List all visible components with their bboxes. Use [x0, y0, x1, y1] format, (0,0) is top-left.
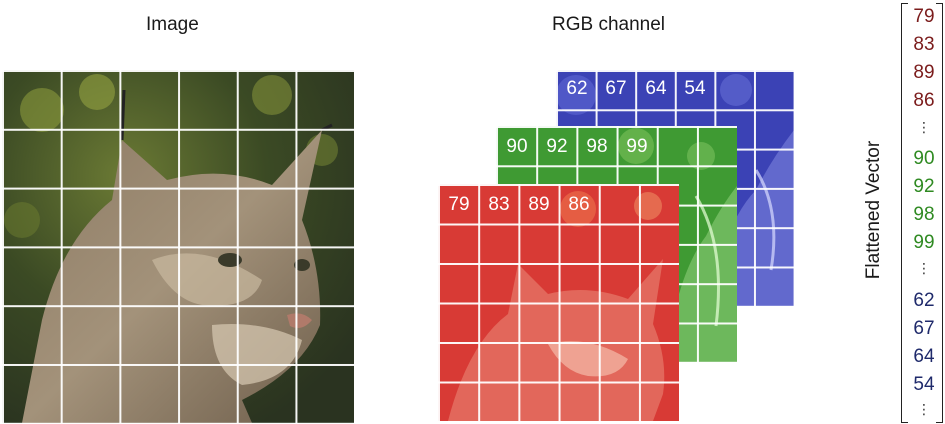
- image-grid: [2, 70, 354, 423]
- vector-value: 54: [913, 374, 935, 395]
- vector-value: 79: [913, 6, 935, 27]
- rgb-channel-title: RGB channel: [552, 14, 666, 35]
- vector-value: 92: [913, 176, 935, 197]
- flattened-vector-label: Flattened Vector: [863, 140, 884, 280]
- green-value-2: 92: [546, 136, 568, 157]
- vector-ellipsis: ⋮: [917, 119, 931, 135]
- red-grid: [438, 184, 679, 421]
- vector-value: 86: [913, 90, 935, 111]
- red-value-3: 89: [528, 194, 550, 215]
- red-value-1: 79: [448, 194, 470, 215]
- green-value-1: 90: [506, 136, 528, 157]
- lynx-image: [2, 70, 354, 423]
- vector-value: 67: [913, 318, 935, 339]
- blue-value-1: 62: [566, 78, 588, 99]
- red-value-2: 83: [488, 194, 510, 215]
- vector-value: 62: [913, 290, 935, 311]
- vector-right-bracket: [936, 3, 943, 423]
- vector-value: 83: [913, 34, 935, 55]
- green-value-3: 98: [586, 136, 608, 157]
- vector-ellipsis: ⋮: [917, 401, 931, 417]
- red-channel: 79 83 89 86: [438, 184, 679, 421]
- blue-value-2: 67: [605, 78, 627, 99]
- blue-value-3: 64: [645, 78, 667, 99]
- green-value-4: 99: [626, 136, 648, 157]
- vector-value: 89: [913, 62, 935, 83]
- vector-value: 90: [913, 148, 935, 169]
- image-title: Image: [146, 14, 199, 35]
- vector-value: 98: [913, 204, 935, 225]
- vector-value: 99: [913, 232, 935, 253]
- vector-ellipsis: ⋮: [917, 260, 931, 276]
- blue-value-4: 54: [684, 78, 706, 99]
- red-value-4: 86: [568, 194, 590, 215]
- vector-left-bracket: [901, 3, 908, 423]
- vector-value: 64: [913, 346, 935, 367]
